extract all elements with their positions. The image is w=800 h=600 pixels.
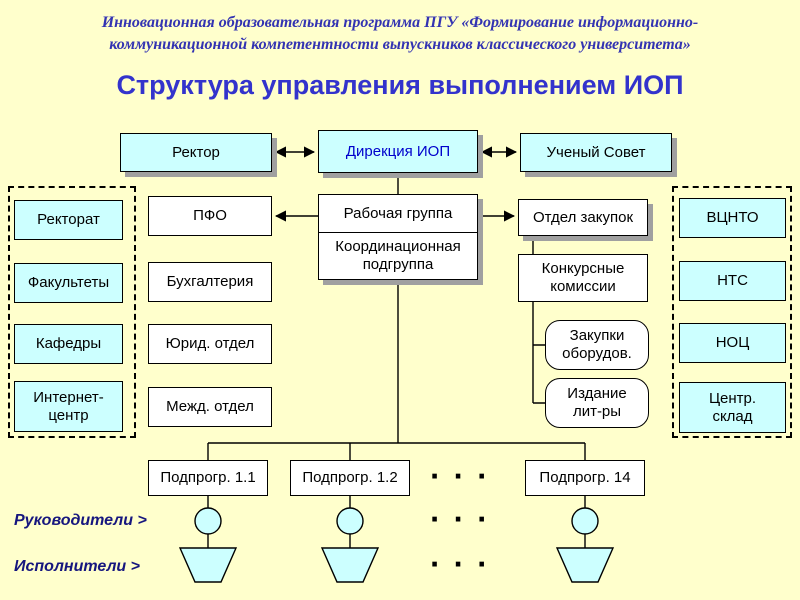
node-subprogram-1-1: Подпрогр. 1.1 — [148, 460, 268, 496]
node-equipment-purchase: Закупки оборудов. — [545, 320, 649, 370]
ellipsis-subprograms: · · · — [430, 458, 490, 494]
node-departments: Кафедры — [14, 324, 123, 364]
executor-trapezoid — [320, 547, 380, 583]
page-title: Структура управления выполнением ИОП — [116, 70, 684, 100]
node-internet-center: Интернет- центр — [14, 381, 123, 432]
node-accounting: Бухгалтерия — [148, 262, 272, 302]
node-literature-publishing: Издание лит-ры — [545, 378, 649, 428]
node-vcnto: ВЦНТО — [679, 198, 786, 238]
node-coordination-subgroup: Координационная подгруппа — [318, 232, 478, 280]
node-working-group: Рабочая группа — [318, 194, 478, 234]
node-subprogram-14: Подпрогр. 14 — [525, 460, 645, 496]
node-rector: Ректор — [120, 133, 272, 172]
node-directorate: Дирекция ИОП — [318, 130, 478, 173]
executor-trapezoid — [178, 547, 238, 583]
node-noc: НОЦ — [679, 323, 786, 363]
node-subprogram-1-2: Подпрогр. 1.2 — [290, 460, 410, 496]
legend-leaders: Руководители > — [14, 512, 147, 529]
external-units-frame — [672, 186, 792, 438]
node-tender-commissions: Конкурсные комиссии — [518, 254, 648, 302]
leader-circle — [571, 507, 599, 535]
node-rectorate: Ректорат — [14, 200, 123, 240]
leader-circle — [194, 507, 222, 535]
university-units-frame — [8, 186, 136, 438]
legend-executors: Исполнители > — [14, 558, 140, 575]
node-international-dept: Межд. отдел — [148, 387, 272, 427]
node-procurement-dept: Отдел закупок — [518, 199, 648, 236]
link-commissions-rounded — [532, 302, 545, 404]
node-central-warehouse: Центр. склад — [679, 382, 786, 433]
node-nts: НТС — [679, 261, 786, 301]
ellipsis-leaders: · · · — [430, 501, 490, 537]
program-subtitle: Инновационная образовательная программа … — [101, 14, 699, 54]
node-pfo: ПФО — [148, 196, 272, 236]
leader-circle — [336, 507, 364, 535]
node-faculties: Факультеты — [14, 263, 123, 303]
node-academic-council: Ученый Совет — [520, 133, 672, 172]
executor-trapezoid — [555, 547, 615, 583]
ellipsis-executors: · · · — [430, 546, 490, 582]
node-legal-dept: Юрид. отдел — [148, 324, 272, 364]
